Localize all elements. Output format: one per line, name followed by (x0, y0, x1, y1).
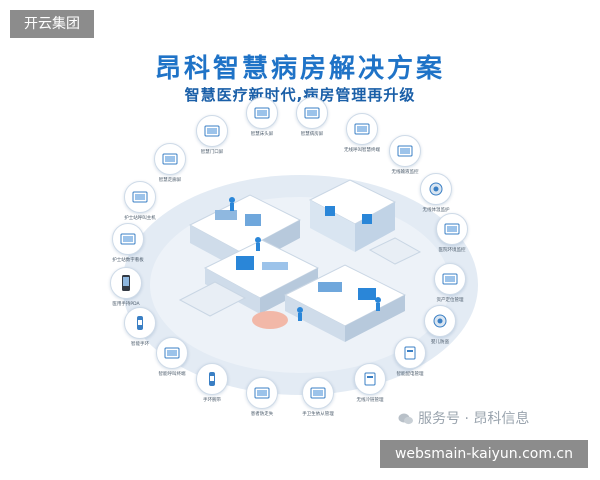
infusion-monitor-icon (389, 135, 421, 167)
ward-screen-icon (296, 97, 328, 129)
smart-band-icon (124, 307, 156, 339)
nurse-station (252, 264, 407, 342)
ring-item-label: 医院环境监控 (438, 248, 466, 253)
ring-item: 护士站数字看板 (98, 223, 158, 263)
ring-item: 无线呼叫智慧终端 (332, 113, 392, 153)
ring-item: 智能呼叫终端 (142, 337, 202, 377)
ring-item-label: 智慧走廊屏 (158, 178, 182, 183)
watermark-text: 服务号 · 昂科信息 (418, 411, 530, 427)
brand-tag: 开云集团 (10, 10, 94, 38)
ring-item-label: 无线冷链管理 (356, 398, 384, 403)
ring-item: 资产定位管理 (420, 263, 480, 303)
ring-item: 医院环境监控 (422, 213, 482, 253)
ring-item: 婴儿防盗 (410, 305, 470, 345)
pda-icon (110, 267, 142, 299)
ring-item-label: 智能配电管理 (396, 372, 424, 377)
ring-item-label: 医用手持PDA (112, 302, 140, 307)
cold-chain-icon (354, 363, 386, 395)
ring-item-label: 无线呼叫智慧终端 (344, 148, 380, 153)
ring-item: 无线体温监护 (406, 173, 466, 213)
ward-room-center (203, 239, 320, 314)
ring-item-label: 婴儿防盗 (431, 340, 449, 345)
hospital-building (308, 179, 397, 252)
patient-tracking-icon (246, 377, 278, 409)
ring-item: 智能手环 (110, 307, 170, 347)
infant-security-icon (424, 305, 456, 337)
temperature-icon (420, 173, 452, 205)
ring-item-label: 无线输液监控 (391, 170, 419, 175)
ring-item: 手卫生依从管理 (288, 377, 348, 417)
ring-item: 医用手持PDA (96, 267, 156, 307)
ring-item-label: 患者防走失 (250, 412, 274, 417)
call-terminal-icon (346, 113, 378, 145)
ring-item: 无线输液监控 (375, 135, 435, 175)
ring-item: 患者防走失 (232, 377, 292, 417)
ring-item: 智慧病房屏 (282, 97, 342, 137)
ring-item-label: 资产定位管理 (436, 298, 464, 303)
ring-item-label: 智慧病房屏 (300, 132, 324, 137)
corridor-screen-icon (154, 143, 186, 175)
page-title: 昂科智慧病房解决方案 (154, 54, 445, 84)
wristband-icon (196, 363, 228, 395)
asset-location-icon (434, 263, 466, 295)
watermark: 服务号 · 昂科信息 (398, 408, 529, 430)
page-subtitle: 智慧医疗新时代,病房管理再升级 (184, 86, 416, 104)
door-screen-icon (196, 115, 228, 147)
power-management-icon (394, 337, 426, 369)
ring-item: 智慧走廊屏 (140, 143, 200, 183)
ring-item-label: 智慧床头屏 (250, 132, 274, 137)
wechat-icon (398, 412, 414, 430)
ring-item: 无线冷链管理 (340, 363, 400, 403)
nurse-call-host-icon (124, 181, 156, 213)
ring-item: 护士站呼叫主机 (110, 181, 170, 221)
ring-item-label: 手环腕带 (203, 398, 221, 403)
url-bar: websmain-kaiyun.com.cn (380, 440, 588, 468)
ring-item-label: 无线体温监护 (422, 208, 450, 213)
ring-item-label: 护士站呼叫主机 (124, 216, 156, 221)
ring-item: 智慧门口屏 (182, 115, 242, 155)
ring-item: 手环腕带 (182, 363, 242, 403)
ring-item-label: 智慧门口屏 (200, 150, 224, 155)
environment-monitor-icon (436, 213, 468, 245)
call-button-icon (156, 337, 188, 369)
ring-item: 智慧床头屏 (232, 97, 292, 137)
hand-hygiene-icon (302, 377, 334, 409)
ring-item-label: 智能手环 (131, 342, 149, 347)
nurse-board-icon (112, 223, 144, 255)
ring-item: 智能配电管理 (380, 337, 440, 377)
ring-item-label: 智能呼叫终端 (158, 372, 186, 377)
ring-item-label: 护士站数字看板 (112, 258, 144, 263)
ring-item-label: 手卫生依从管理 (302, 412, 334, 417)
bedside-screen-icon (246, 97, 278, 129)
